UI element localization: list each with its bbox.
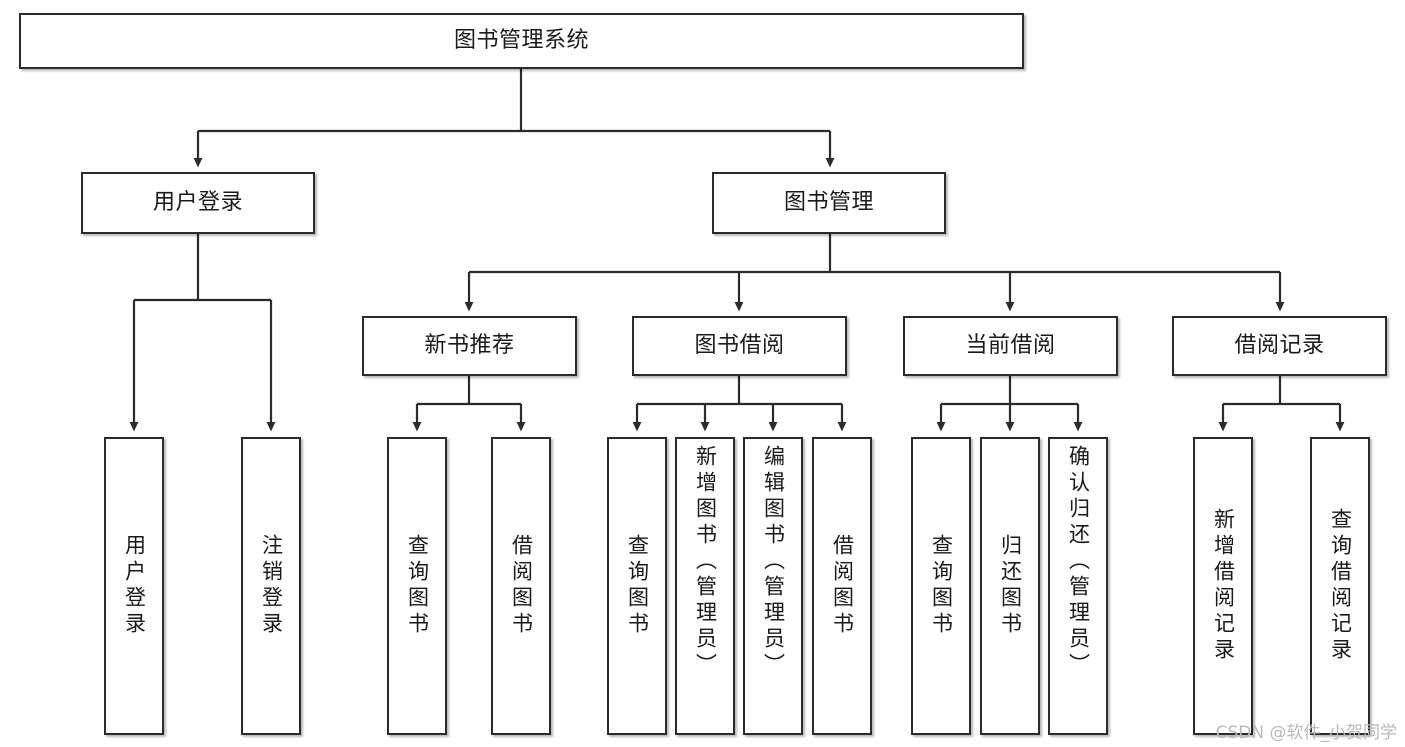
- leaf-label: 注销登录: [259, 534, 284, 638]
- leaf-book-borrow-query-book[interactable]: 查询图书: [607, 437, 667, 735]
- leaf-label: 借阅图书: [509, 534, 534, 638]
- node-current-borrow[interactable]: 当前借阅: [903, 316, 1118, 376]
- leaf-new-book-borrow-book[interactable]: 借阅图书: [491, 437, 551, 735]
- leaf-label: 确认归还（管理员）: [1066, 445, 1091, 679]
- leaf-borrow-record-query-record[interactable]: 查询借阅记录: [1310, 437, 1370, 735]
- node-label: 图书借阅: [694, 332, 785, 358]
- leaf-user-login-logout[interactable]: 注销登录: [241, 437, 301, 735]
- leaf-current-borrow-return-book[interactable]: 归还图书: [980, 437, 1040, 735]
- node-label: 借阅记录: [1234, 332, 1325, 358]
- leaf-current-borrow-confirm-return-admin[interactable]: 确认归还（管理员）: [1048, 437, 1108, 735]
- node-borrow-record[interactable]: 借阅记录: [1172, 316, 1387, 376]
- leaf-label: 查询图书: [625, 534, 650, 638]
- node-label: 图书管理: [783, 189, 874, 215]
- leaf-label: 归还图书: [998, 534, 1023, 638]
- leaf-label: 借阅图书: [830, 534, 855, 638]
- leaf-label: 新增借阅记录: [1211, 508, 1236, 664]
- node-book-management[interactable]: 图书管理: [712, 172, 946, 234]
- watermark-text: CSDN @软件_小贺同学: [1215, 723, 1397, 743]
- leaf-label: 查询图书: [405, 534, 430, 638]
- leaf-current-borrow-query-book[interactable]: 查询图书: [911, 437, 971, 735]
- leaf-book-borrow-edit-book-admin[interactable]: 编辑图书（管理员）: [743, 437, 803, 735]
- node-user-login[interactable]: 用户登录: [81, 172, 315, 234]
- node-new-book-recommend[interactable]: 新书推荐: [362, 316, 577, 376]
- leaf-label: 查询借阅记录: [1328, 508, 1353, 664]
- leaf-borrow-record-add-record[interactable]: 新增借阅记录: [1193, 437, 1253, 735]
- node-label: 新书推荐: [424, 332, 515, 358]
- leaf-new-book-query-book[interactable]: 查询图书: [387, 437, 447, 735]
- node-label: 当前借阅: [965, 332, 1056, 358]
- leaf-label: 用户登录: [122, 534, 147, 638]
- node-label: 用户登录: [152, 189, 243, 215]
- leaf-book-borrow-add-book-admin[interactable]: 新增图书（管理员）: [675, 437, 735, 735]
- leaf-label: 编辑图书（管理员）: [761, 445, 786, 679]
- leaf-book-borrow-borrow-book[interactable]: 借阅图书: [812, 437, 872, 735]
- leaf-label: 新增图书（管理员）: [693, 445, 718, 679]
- node-label: 图书管理系统: [453, 27, 589, 53]
- node-root-book-management-system[interactable]: 图书管理系统: [19, 13, 1024, 69]
- leaf-user-login-login[interactable]: 用户登录: [104, 437, 164, 735]
- leaf-label: 查询图书: [929, 534, 954, 638]
- node-book-borrow[interactable]: 图书借阅: [632, 316, 847, 376]
